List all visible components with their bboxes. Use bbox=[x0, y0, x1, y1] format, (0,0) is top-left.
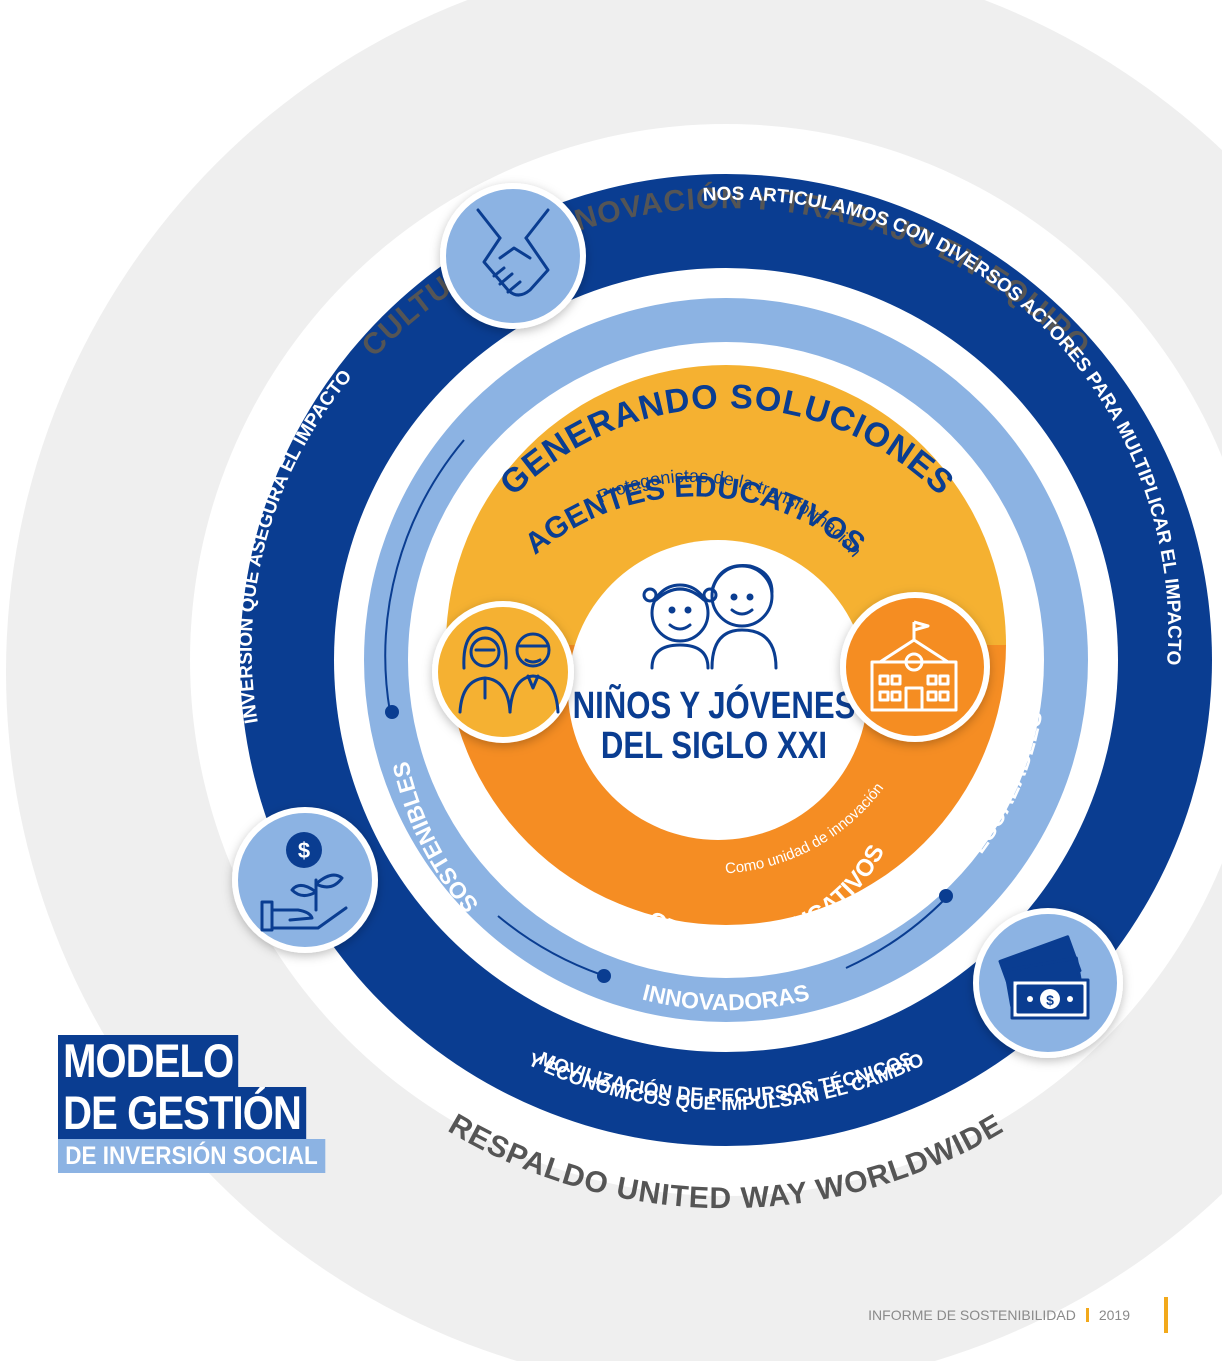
connector-dot-right bbox=[939, 889, 953, 903]
center-line2: DEL SIGLO XXI bbox=[601, 725, 827, 767]
school-icon bbox=[840, 592, 990, 742]
connector-arc-bottom bbox=[497, 915, 603, 976]
footer-year: 2019 bbox=[1098, 1307, 1130, 1323]
teachers-icon bbox=[432, 601, 574, 743]
plant-money-icon: $ bbox=[232, 807, 378, 953]
footer-accent-bar bbox=[1164, 1297, 1168, 1333]
footer-report-label: INFORME DE SOSTENIBILIDAD bbox=[868, 1307, 1076, 1323]
title-line1: MODELO bbox=[58, 1035, 239, 1087]
page-footer: INFORME DE SOSTENIBILIDAD 2019 bbox=[868, 1297, 1168, 1333]
center-circle bbox=[568, 540, 868, 840]
title-subtitle: DE INVERSIÓN SOCIAL bbox=[58, 1139, 325, 1173]
children-icon bbox=[642, 564, 778, 670]
model-title: MODELO DE GESTIÓN DE INVERSIÓN SOCIAL bbox=[58, 1035, 355, 1173]
banknotes-icon: $ bbox=[973, 908, 1123, 1058]
yellow-ring-top bbox=[446, 365, 1006, 645]
svg-text:$: $ bbox=[1046, 992, 1054, 1008]
handshake-icon bbox=[440, 183, 586, 329]
footer-separator bbox=[1085, 1308, 1089, 1322]
center-line1: NIÑOS Y JÓVENES bbox=[573, 683, 856, 727]
connector-arc bbox=[384, 439, 465, 713]
connector-arc-bottom-right bbox=[845, 897, 947, 969]
svg-text:$: $ bbox=[298, 838, 310, 863]
connector-dot-left bbox=[385, 705, 399, 719]
title-line2: DE GESTIÓN bbox=[58, 1087, 307, 1139]
connector-dot-bottom bbox=[597, 969, 611, 983]
